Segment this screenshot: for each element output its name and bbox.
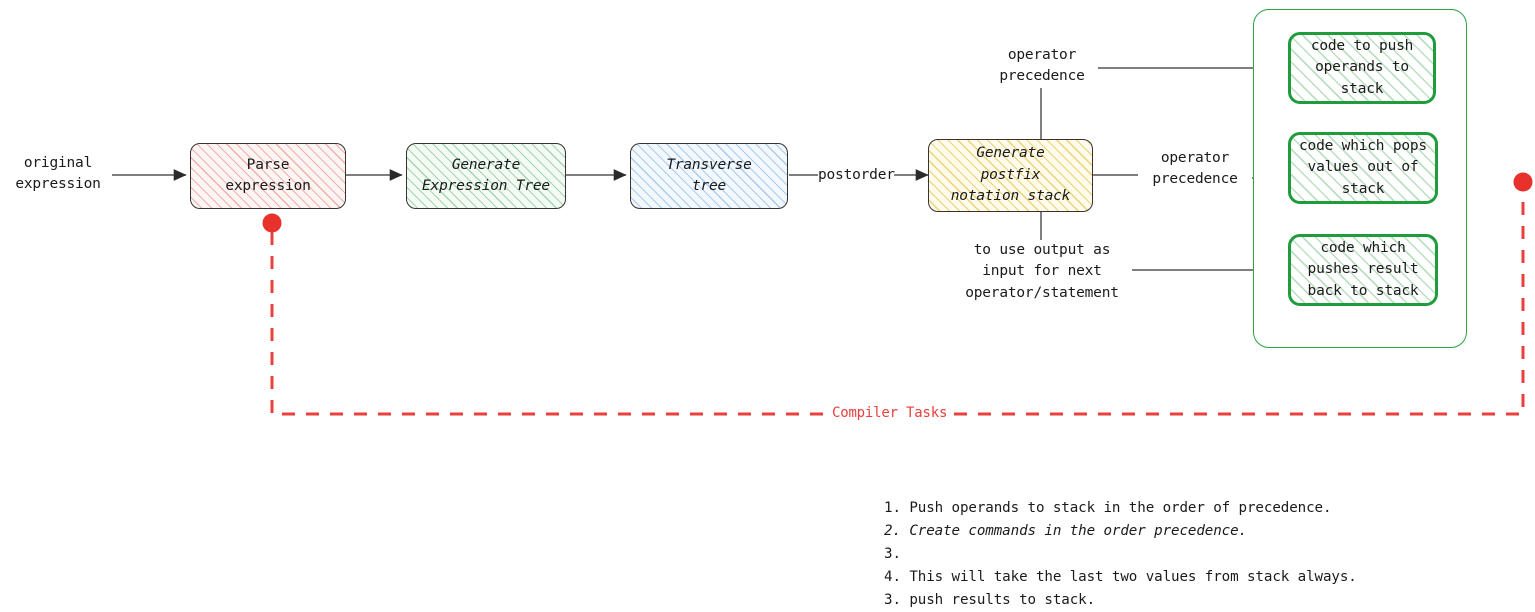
node-parse-expression[interactable]: Parse expression bbox=[190, 143, 346, 209]
edge-label-original-expression: original expression bbox=[15, 155, 101, 193]
node-generate-expression-tree[interactable]: Generate Expression Tree bbox=[406, 143, 566, 209]
loop-endpoint-left-dot bbox=[262, 213, 282, 233]
edge-label-operator-precedence-top: operator precedence bbox=[986, 45, 1098, 88]
compiler-tasks-loop bbox=[270, 191, 1525, 416]
loop-endpoint-right-dot bbox=[1513, 172, 1533, 192]
edge-label-operator-precedence-mid: operator precedence bbox=[1138, 148, 1252, 191]
note-item: 1. Push operands to stack in the order o… bbox=[884, 500, 1332, 516]
edge-label-postorder: postorder bbox=[818, 165, 895, 187]
note-item: 2. Create commands in the order preceden… bbox=[884, 523, 1247, 539]
note-item: 4. This will take the last two values fr… bbox=[884, 569, 1357, 585]
edge-label-output-as-input: to use output as input for next operator… bbox=[952, 240, 1132, 305]
node-transverse-tree[interactable]: Transverse tree bbox=[630, 143, 788, 209]
note-item: 3. push results to stack. bbox=[884, 592, 1096, 608]
node-code-push-operands[interactable]: code to push operands to stack bbox=[1288, 32, 1436, 104]
notes-list: 1. Push operands to stack in the order o… bbox=[884, 497, 1357, 612]
compiler-tasks-label: Compiler Tasks bbox=[830, 405, 950, 421]
node-generate-postfix-notation-stack[interactable]: Generate postfix notation stack bbox=[928, 139, 1093, 212]
node-code-push-result[interactable]: code which pushes result back to stack bbox=[1288, 234, 1438, 306]
node-code-pop-values[interactable]: code which pops values out of stack bbox=[1288, 132, 1438, 204]
note-item: 3. bbox=[884, 546, 901, 562]
